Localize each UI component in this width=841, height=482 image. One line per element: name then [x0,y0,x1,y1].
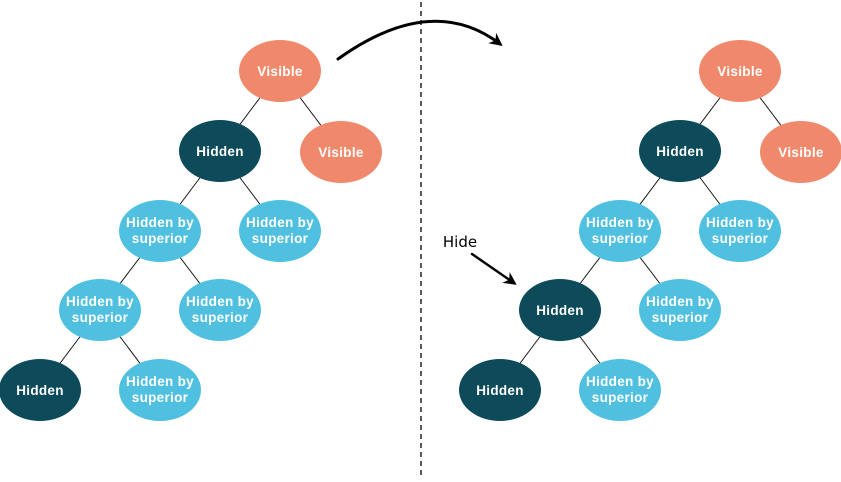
node-ellipse [760,121,841,183]
node-ellipse [519,279,601,341]
node-label: Visible [257,64,303,79]
transform-arrow [336,19,503,61]
node-label: Hidden [656,144,704,159]
node-label: Hidden [476,383,524,398]
hide-annotation-arrow [470,252,517,285]
node-ellipse [639,120,721,182]
node-ellipse [179,120,261,182]
node-label: Visible [778,145,824,160]
node-after-root: Visible [699,40,781,102]
node-label: Hidden by [66,294,134,309]
node-label: Hidden by [126,215,194,230]
node-label: Visible [318,145,364,160]
node-label: Visible [717,64,763,79]
node-after-ll: Hidden by superior [579,200,661,262]
node-after-lllr: Hidden by superior [579,359,661,421]
node-ellipse [119,359,201,421]
node-label: Hidden [196,144,244,159]
node-label: superior [72,310,129,325]
node-after-r: Visible [760,121,841,183]
node-ellipse [459,359,541,421]
node-ellipse [699,40,781,102]
node-label: Hidden by [246,215,314,230]
node-after-llll: Hidden [459,359,541,421]
node-ellipse [0,359,81,421]
node-before-lll: Hidden by superior [59,279,141,341]
node-before-lr: Hidden by superior [239,200,321,262]
node-ellipse [639,279,721,341]
node-ellipse [300,121,382,183]
node-before-ll: Hidden by superior [119,200,201,262]
node-ellipse [239,40,321,102]
node-label: superior [652,310,709,325]
node-label: Hidden by [646,294,714,309]
node-label: superior [132,231,189,246]
node-after-l: Hidden [639,120,721,182]
node-label: Hidden by [586,215,654,230]
node-ellipse [579,359,661,421]
node-label: superior [192,310,249,325]
node-before-root: Visible [239,40,321,102]
node-before-llr: Hidden by superior [179,279,261,341]
node-before-r: Visible [300,121,382,183]
node-label: Hidden by [126,374,194,389]
node-after-lr: Hidden by superior [699,200,781,262]
tree-before: Visible Hidden Visible Hidden by superio… [0,40,382,421]
node-label: Hidden by [586,374,654,389]
node-ellipse [59,279,141,341]
node-label: superior [592,390,649,405]
node-ellipse [579,200,661,262]
node-ellipse [699,200,781,262]
node-label: superior [132,390,189,405]
node-label: Hidden [16,383,64,398]
hide-annotation: Hide [443,233,517,285]
node-after-llr: Hidden by superior [639,279,721,341]
node-label: superior [712,231,769,246]
node-before-l: Hidden [179,120,261,182]
tree-after: Visible Hidden Visible Hidden by superio… [459,40,841,421]
node-ellipse [179,279,261,341]
node-before-lllr: Hidden by superior [119,359,201,421]
node-before-llll: Hidden [0,359,81,421]
node-label: Hidden [536,303,584,318]
node-label: Hidden by [186,294,254,309]
node-after-lll: Hidden [519,279,601,341]
node-ellipse [239,200,321,262]
hide-annotation-label: Hide [443,233,477,251]
node-label: superior [252,231,309,246]
node-ellipse [119,200,201,262]
node-label: Hidden by [706,215,774,230]
node-label: superior [592,231,649,246]
